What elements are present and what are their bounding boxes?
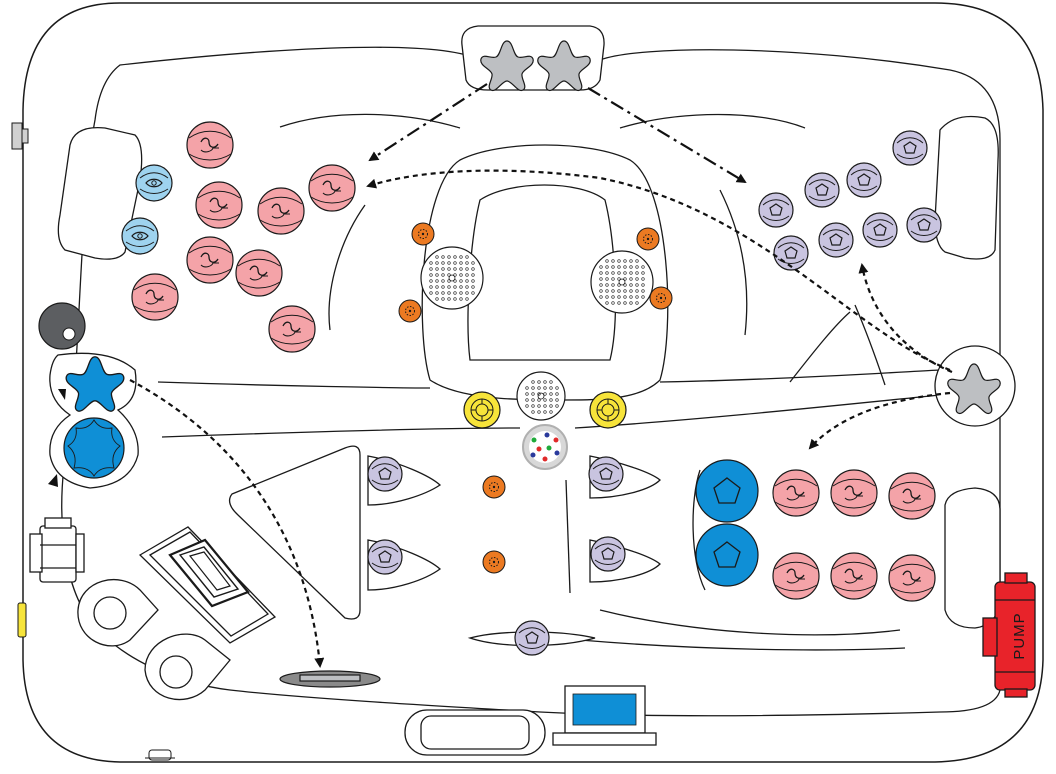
swirl-jet-icon-8 [268,305,316,353]
swirl-jet-icon-14 [888,554,936,602]
bottom-fitting [145,749,175,761]
step-tray [138,526,277,644]
pentagon-jet-icon-11 [367,539,403,575]
ring-jet-icon-2 [589,391,627,429]
swirl-jet-icon-3 [257,187,305,235]
multicolor-light-icon [522,424,568,470]
flow-arrows [129,83,953,668]
pentagon-jet-icon-13 [514,620,550,656]
pump-label: PUMP [1011,612,1028,659]
blue-control-knob[interactable] [63,417,125,479]
topside-control-panel [552,685,657,746]
blue-pentagon-valve-2[interactable] [695,523,759,587]
swirl-jet-icon-9 [772,469,820,517]
swirl-jet-icon-7 [131,273,179,321]
arrow-headrest-left [368,83,488,162]
eye-jet-icon-2 [121,217,159,255]
pillow-right-lower [944,487,1001,629]
front-step [404,709,546,756]
pentagon-jet-icon-9 [367,456,403,492]
left-fitting-yellow [17,602,27,638]
pentagon-jet-icon-7 [818,222,854,258]
arrow-side-to-right-jets [858,263,953,374]
pulsator-jet-icon-5 [482,475,506,499]
drain-grates-group [420,246,654,421]
pentagon-jet-icon-2 [846,162,882,198]
pulsator-jet-icon-2 [636,227,660,251]
pillow-left [57,126,143,260]
pentagon-jet-icon-4 [758,192,794,228]
swirl-jet-icon-10 [830,469,878,517]
arrow-tip-left-a [58,389,66,400]
air-control-knob[interactable] [38,302,86,350]
pulsator-jet-icon-1 [411,222,435,246]
grate-right [590,250,654,314]
pulsator-jet-icon-4 [649,286,673,310]
pentagon-jet-icon-3 [804,172,840,208]
pulsator-jet-icon-6 [482,550,506,574]
swirl-jet-icon-11 [888,472,936,520]
pentagon-jet-icon-6 [906,207,942,243]
swirl-jet-icon-6 [235,249,283,297]
swirl-jet-icon-13 [830,552,878,600]
pentagon-jet-icon-10 [588,456,624,492]
swirl-jet-icon-12 [772,552,820,600]
heater-unit [29,517,85,583]
swirl-jet-icon-2 [195,181,243,229]
seat-contours [157,113,941,651]
grate-center [516,371,566,421]
swirl-jet-icon-1 [186,121,234,169]
lounger-seats [228,445,661,647]
swirl-jet-icon-5 [186,236,234,284]
arrow-tip-left-b [48,474,58,487]
blue-pentagon-valve-1[interactable] [695,459,759,523]
ring-jet-icon-1 [463,391,501,429]
pump-icon [982,572,1036,698]
pentagon-jet-icon-8 [773,235,809,271]
lower-left-cutouts [77,579,231,701]
pentagon-jet-icon-1 [892,130,928,166]
grate-left [420,246,484,310]
swirl-jet-icon-4 [308,164,356,212]
skimmer-filter [279,670,381,688]
pulsator-jet-icon-3 [398,299,422,323]
arrow-control-to-skimmer [129,379,325,668]
left-fitting-top [11,122,29,150]
arrow-headrest-right [587,87,747,184]
pillow-right [934,115,999,260]
eye-jet-icon-1 [135,164,173,202]
pentagon-jet-icon-5 [862,212,898,248]
pentagon-jet-icon-12 [590,536,626,572]
